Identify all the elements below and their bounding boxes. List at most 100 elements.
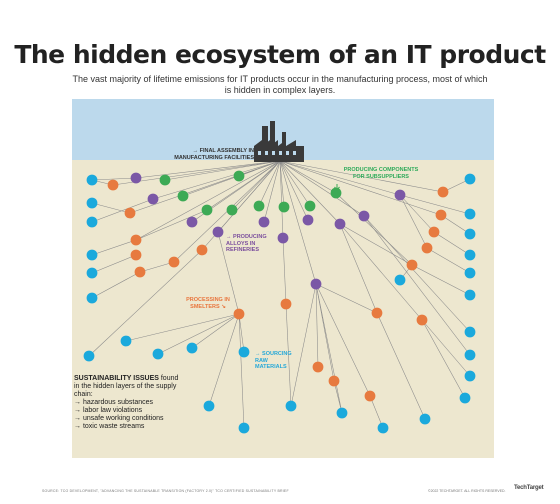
raw-material-node bbox=[464, 349, 476, 361]
component-node bbox=[159, 174, 171, 186]
raw-material-node bbox=[86, 249, 98, 261]
page-title: The hidden ecosystem of an IT product bbox=[14, 40, 546, 69]
smelter-node bbox=[107, 179, 119, 191]
supply-link bbox=[339, 223, 378, 314]
supply-link bbox=[129, 160, 281, 214]
raw-material-node bbox=[86, 216, 98, 228]
supply-link bbox=[399, 194, 435, 233]
raw-material-node bbox=[419, 413, 431, 425]
supply-link bbox=[279, 160, 311, 207]
raw-material-node bbox=[86, 174, 98, 186]
alloy-node bbox=[212, 226, 224, 238]
smelter-node bbox=[233, 308, 245, 320]
supply-link bbox=[279, 160, 442, 216]
issue-item: hazardous substances bbox=[74, 399, 184, 407]
raw-material-node bbox=[120, 335, 132, 347]
techtarget-logo: TechTarget bbox=[514, 485, 544, 491]
supply-link bbox=[135, 160, 281, 241]
supply-link bbox=[440, 214, 471, 235]
supply-link bbox=[164, 160, 281, 181]
factory-window bbox=[286, 151, 289, 155]
raw-material-node bbox=[203, 400, 215, 412]
supply-link bbox=[258, 160, 281, 207]
alloy-node bbox=[147, 193, 159, 205]
smelter-node bbox=[124, 207, 136, 219]
alloy-node bbox=[302, 214, 314, 226]
copyright-note: ©2022 TECHTARGET. ALL RIGHTS RESERVED. bbox=[428, 489, 506, 493]
raw-material-node bbox=[464, 173, 476, 185]
sustainability-issues: SUSTAINABILITY ISSUES found in the hidde… bbox=[74, 375, 184, 431]
factory-window bbox=[265, 151, 268, 155]
supply-link bbox=[279, 160, 341, 225]
supply-link bbox=[333, 380, 343, 414]
raw-material-node bbox=[464, 228, 476, 240]
raw-material-node bbox=[186, 342, 198, 354]
supply-link bbox=[315, 283, 371, 397]
issue-item: labor law violations bbox=[74, 407, 184, 415]
smelter-node bbox=[196, 244, 208, 256]
issues-text: found in the hidden layers of the supply… bbox=[74, 375, 179, 398]
supply-link bbox=[157, 313, 240, 355]
supply-link bbox=[363, 215, 471, 333]
supply-link bbox=[238, 313, 245, 353]
smelter-node bbox=[168, 256, 180, 268]
supply-link bbox=[279, 160, 444, 193]
smelter-node bbox=[312, 361, 324, 373]
alloy-node bbox=[130, 172, 142, 184]
supply-link bbox=[112, 160, 281, 186]
supply-link bbox=[315, 283, 343, 414]
issues-heading: SUSTAINABILITY ISSUES bbox=[74, 375, 159, 382]
raw-material-node bbox=[464, 249, 476, 261]
label-sourcing-raw-materials: → SOURCING RAW MATERIALS bbox=[255, 351, 292, 370]
component-node bbox=[201, 204, 213, 216]
supply-link bbox=[217, 231, 240, 315]
supply-link bbox=[152, 160, 281, 200]
smelter-node bbox=[421, 242, 433, 254]
component-node bbox=[233, 170, 245, 182]
alloy-node bbox=[334, 218, 346, 230]
smelter-node bbox=[416, 314, 428, 326]
supply-chain-nodes bbox=[83, 170, 476, 434]
component-node bbox=[177, 190, 189, 202]
component-node bbox=[226, 204, 238, 216]
factory-chimney bbox=[262, 126, 268, 160]
label-producing-components: PRODUCING COMPONENTS FOR SUBSUPPLIERS bbox=[343, 167, 419, 180]
supply-link bbox=[285, 303, 292, 407]
supply-link bbox=[421, 319, 471, 377]
supply-link bbox=[399, 194, 471, 215]
component-node bbox=[253, 200, 265, 212]
component-node bbox=[304, 200, 316, 212]
raw-material-node bbox=[83, 350, 95, 362]
supply-link bbox=[88, 249, 203, 357]
smelter-node bbox=[328, 375, 340, 387]
factory-chimney bbox=[270, 121, 275, 160]
raw-material-node bbox=[464, 289, 476, 301]
page-subtitle: The vast majority of lifetime emissions … bbox=[72, 74, 488, 95]
supply-link bbox=[339, 223, 423, 321]
alloy-node bbox=[394, 189, 406, 201]
factory-window bbox=[258, 151, 261, 155]
raw-material-node bbox=[377, 422, 389, 434]
raw-material-node bbox=[459, 392, 471, 404]
supply-link bbox=[91, 239, 137, 256]
supply-link bbox=[279, 160, 317, 285]
label-producing-alloys: → PRODUCING ALLOYS IN REFINERIES bbox=[226, 234, 267, 253]
supply-link bbox=[135, 209, 208, 241]
supply-link bbox=[279, 160, 309, 221]
supply-link bbox=[91, 254, 137, 274]
supply-link bbox=[263, 160, 281, 223]
supply-link bbox=[399, 194, 428, 249]
supply-link bbox=[369, 395, 384, 429]
smelter-node bbox=[130, 234, 142, 246]
supply-link bbox=[290, 283, 317, 407]
supply-link bbox=[315, 283, 319, 368]
supply-link bbox=[279, 160, 285, 208]
supply-link bbox=[91, 198, 154, 223]
smelter-node bbox=[435, 209, 447, 221]
smelter-node bbox=[280, 298, 292, 310]
supply-link bbox=[91, 177, 137, 181]
issue-item: unsafe working conditions bbox=[74, 415, 184, 423]
raw-material-node bbox=[152, 348, 164, 360]
smelter-node bbox=[437, 186, 449, 198]
